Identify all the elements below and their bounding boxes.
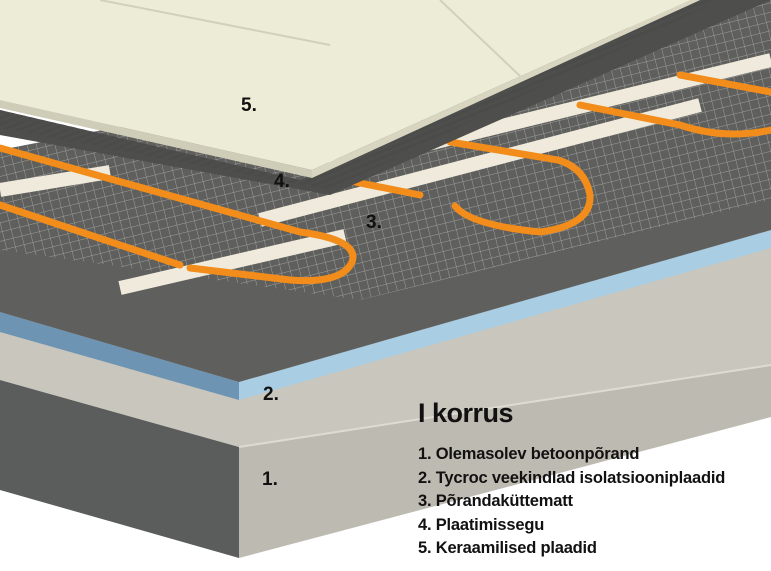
cable-segment — [0, 201, 184, 269]
legend: I korrus 1. Olemasolev betoonpõrand 2. T… — [418, 398, 725, 561]
insulation-side-face — [0, 312, 239, 400]
concrete-front-face — [239, 365, 771, 558]
layer-label-2: 2. — [263, 384, 279, 405]
tile-joint — [99, 0, 331, 46]
layer-label-5: 5. — [241, 95, 257, 116]
concrete-side-face — [0, 380, 239, 558]
tile-joint — [439, 0, 521, 77]
cable-segment — [676, 71, 771, 96]
mat-strip — [118, 229, 347, 295]
legend-list: 1. Olemasolev betoonpõrand 2. Tycroc vee… — [418, 443, 725, 561]
cable-loop — [576, 101, 771, 138]
tile-adhesive — [0, 0, 771, 195]
ceramic-tiles — [0, 0, 700, 178]
insulation-front-face — [239, 230, 771, 400]
concrete-edge — [238, 364, 771, 448]
tile-surface — [0, 0, 690, 170]
mat-strip — [258, 98, 702, 227]
legend-title: I korrus — [418, 398, 514, 428]
legend-item: 3. Põrandaküttematt — [418, 492, 573, 510]
tile-front-edge — [0, 100, 312, 178]
layer-label-1: 1. — [262, 469, 278, 490]
legend-item: 4. Plaatimissegu — [418, 515, 545, 534]
legend-item: 5. Keraamilised plaadid — [418, 539, 597, 557]
legend-item: 2. Tycroc veekindlad isolatsiooniplaadid — [418, 468, 726, 487]
layer-label-4: 4. — [274, 171, 290, 192]
layer-label-3: 3. — [366, 212, 382, 233]
cable-loop — [0, 144, 357, 285]
legend-item: 1. Olemasolev betoonpõrand — [418, 445, 640, 463]
tile-side-edge — [312, 0, 700, 178]
insulation-board — [0, 230, 771, 400]
